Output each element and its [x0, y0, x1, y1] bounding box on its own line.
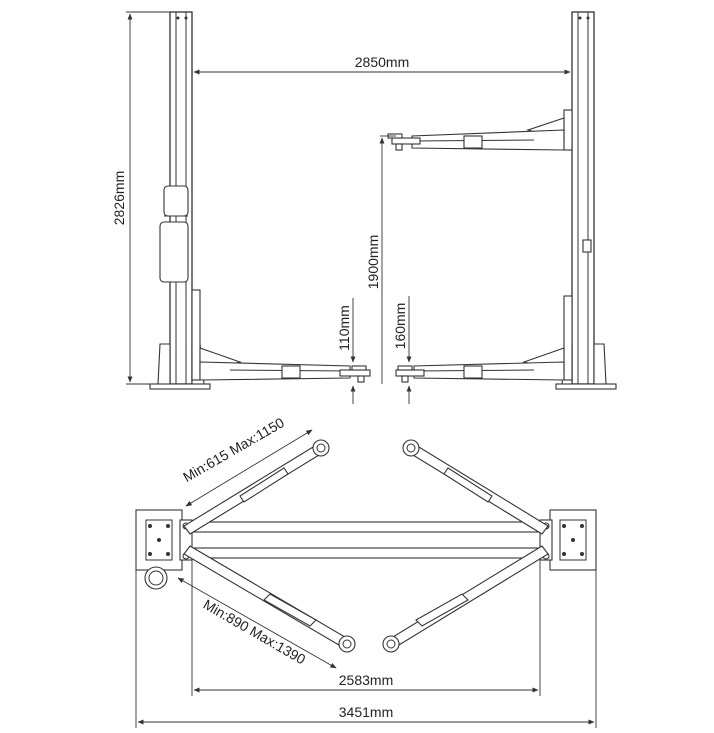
- plan-view: Min:615 Max:1150 Min:890 Max:1390 2583mm…: [135, 414, 597, 728]
- dimension-post-spacing: 2850mm: [193, 54, 571, 75]
- base-beams: [191, 521, 541, 559]
- dimension-inner-width: 2583mm: [191, 560, 541, 696]
- dimension-overall-width: 3451mm: [135, 570, 597, 728]
- post-spacing-label: 2850mm: [355, 54, 409, 70]
- overall-width-label: 3451mm: [339, 704, 393, 720]
- front-elevation-view: 2850mm 2826mm 1900mm 110mm 160mm: [111, 11, 617, 404]
- lower-left-arm: [199, 347, 371, 383]
- raised-right-arm: [387, 117, 565, 151]
- right-post: [555, 11, 617, 390]
- min-height-left-label: 110mm: [336, 305, 352, 351]
- inner-width-label: 2583mm: [339, 672, 393, 688]
- upper-left-arm: [183, 439, 330, 535]
- total-height-label: 2826mm: [111, 171, 127, 225]
- min-height-right-label: 160mm: [392, 303, 408, 350]
- lower-right-arm-plan: [382, 545, 549, 653]
- left-base-plate: [135, 509, 193, 590]
- dimension-min-height-left: 110mm: [336, 298, 356, 404]
- upper-right-arm: [402, 439, 549, 535]
- dimension-min-height-right: 160mm: [392, 296, 412, 404]
- dimension-total-height: 2826mm: [111, 11, 170, 385]
- dimension-lift-height: 1900mm: [365, 135, 396, 384]
- right-base-plate: [539, 509, 597, 571]
- left-post: [149, 11, 211, 390]
- lower-right-arm: [395, 347, 565, 383]
- lift-height-label: 1900mm: [365, 235, 381, 289]
